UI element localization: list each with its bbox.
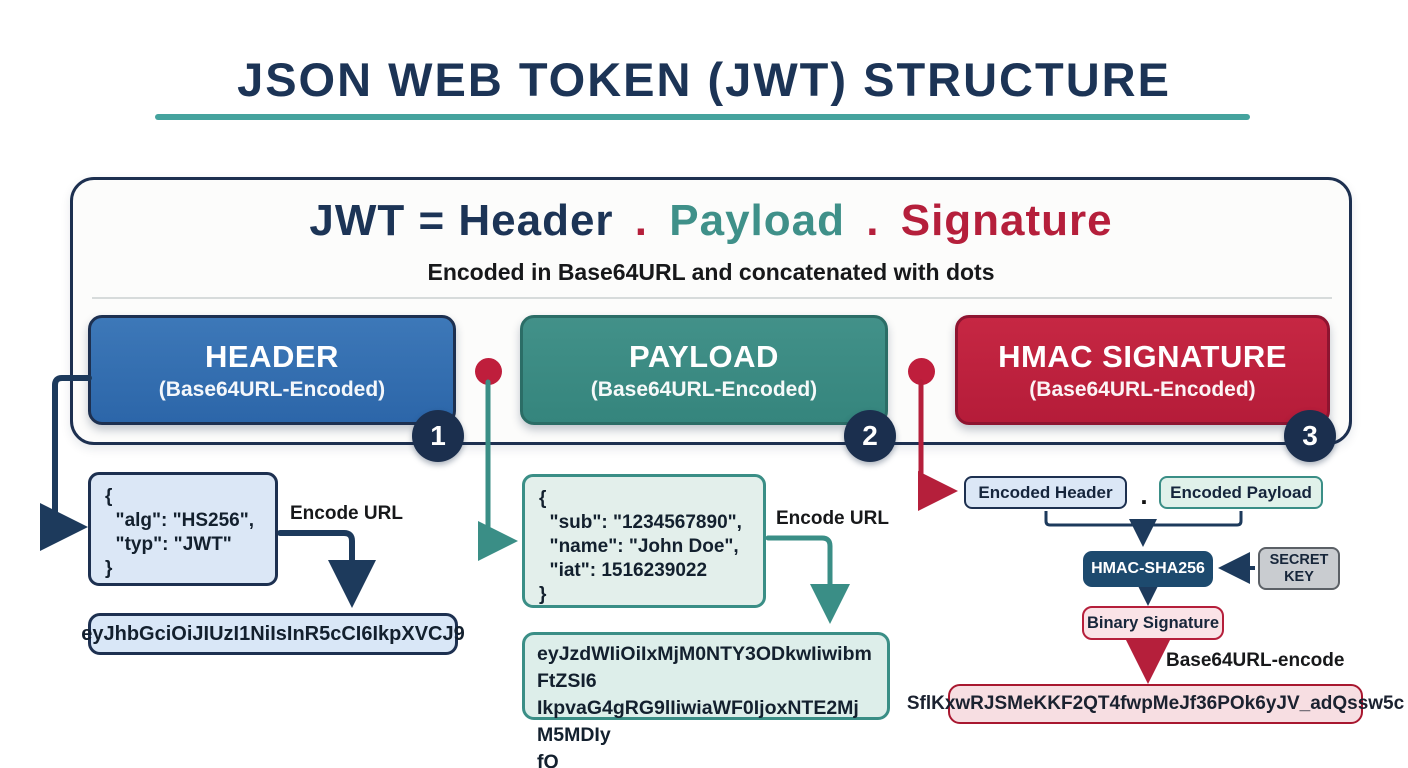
payload-block-subtitle: (Base64URL-Encoded) — [590, 378, 818, 402]
equation-signature: Signature — [900, 196, 1113, 245]
separator-dot-2 — [908, 358, 935, 385]
arrow-json-to-encoded-payload — [765, 535, 850, 624]
separator-dot-1 — [475, 358, 502, 385]
signature-block-subtitle: (Base64URL-Encoded) — [1029, 378, 1256, 402]
arrow-json-to-encoded-header — [277, 530, 376, 608]
panel-divider — [92, 297, 1332, 299]
equation-lhs: JWT = Header — [309, 196, 614, 245]
header-block: HEADER (Base64URL-Encoded) — [88, 315, 456, 425]
page-title: JSON WEB TOKEN (JWT) STRUCTURE — [237, 53, 1171, 106]
payload-encode-url-label: Encode URL — [776, 508, 889, 529]
encoded-header-chip: Encoded Header — [964, 476, 1127, 509]
header-block-title: HEADER — [205, 339, 339, 374]
step-badge-1: 1 — [412, 410, 464, 462]
header-block-subtitle: (Base64URL-Encoded) — [158, 378, 386, 402]
jwt-equation: JWT = Header . Payload . Signature — [70, 196, 1352, 246]
equation-payload: Payload — [669, 196, 846, 245]
signature-block-title: HMAC SIGNATURE — [998, 339, 1287, 374]
equation-dot-2: . — [866, 196, 880, 245]
secret-key-box: SECRET KEY — [1258, 547, 1340, 590]
final-signature-string: SflKxwRJSMeKKF2QT4fwpMeJf36POk6yJV_adQss… — [907, 684, 1404, 724]
payload-json-box: { "sub": "1234567890", "name": "John Doe… — [522, 474, 766, 608]
encoded-header-string: eyJhbGciOiJIUzI1NiIsInR5cCI6IkpXVCJ9 — [81, 613, 465, 655]
payload-block-title: PAYLOAD — [629, 339, 779, 374]
binary-signature-box: Binary Signature — [1082, 606, 1224, 640]
bracket-chips — [1044, 511, 1243, 527]
signature-block: HMAC SIGNATURE (Base64URL-Encoded) — [955, 315, 1330, 425]
header-encode-url-label: Encode URL — [290, 503, 403, 524]
header-json-box: { "alg": "HS256", "typ": "JWT" } — [88, 472, 278, 586]
step-badge-3: 3 — [1284, 410, 1336, 462]
base64url-encode-label: Base64URL-encode — [1166, 650, 1345, 671]
encoded-payload-string: eyJzdWIiOiIxMjM0NTY3ODkwIiwibmFtZSI6 Ikp… — [522, 632, 890, 768]
chip-separator-dot: . — [1140, 480, 1148, 510]
encoded-payload-chip: Encoded Payload — [1159, 476, 1323, 509]
equation-dot-1: . — [634, 196, 649, 245]
title-underline — [155, 114, 1250, 120]
step-badge-2: 2 — [844, 410, 896, 462]
payload-block: PAYLOAD (Base64URL-Encoded) — [520, 315, 888, 425]
hmac-sha256-box: HMAC-SHA256 — [1083, 551, 1213, 587]
equation-subtitle: Encoded in Base64URL and concatenated wi… — [427, 259, 995, 285]
